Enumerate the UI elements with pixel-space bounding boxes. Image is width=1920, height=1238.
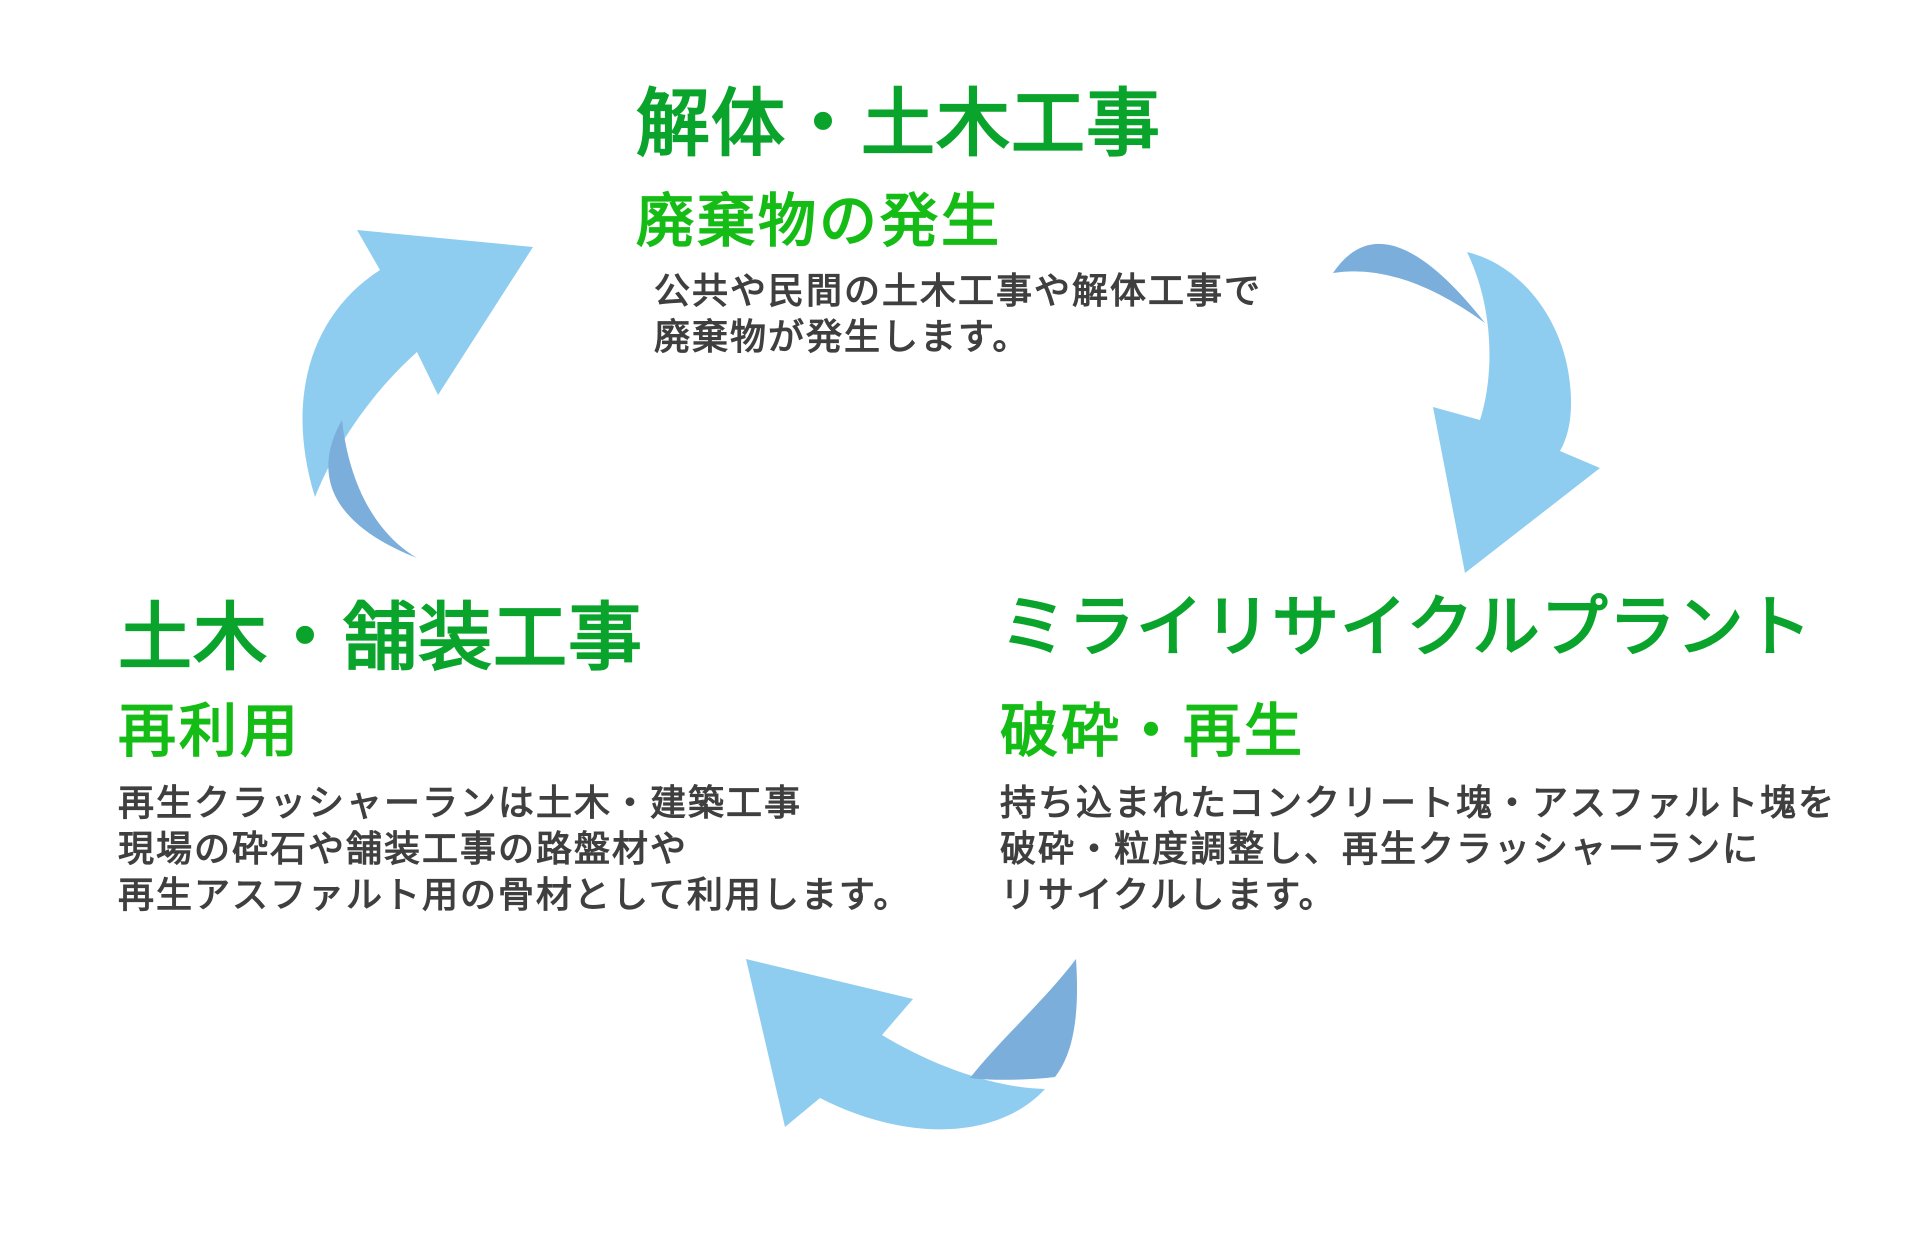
right-section-description-line: リサイクルします。 [1000,874,1337,915]
left-section-description: 再生クラッシャーランは土木・建築工事 現場の砕石や舗装工事の路盤材や 再生アスフ… [118,780,911,918]
cycle-arrow-up-right-icon [302,230,533,558]
left-section-subtitle: 再利用 [118,699,302,764]
right-section-description-line: 持ち込まれたコンクリート塊・アスファルト塊を [1000,782,1837,823]
arrow-left-body [746,959,1045,1130]
left-section-title: 土木・舗装工事 [118,596,643,679]
right-section-title: ミライリサイクルプラント [1000,590,1813,665]
right-section-subtitle: 破砕・再生 [1000,699,1306,764]
left-section-description-line: 再生アスファルト用の骨材として利用します。 [118,874,912,915]
top-section-description-line: 公共や民間の土木工事や解体工事で [654,270,1263,311]
right-section-description: 持ち込まれたコンクリート塊・アスファルト塊を 破砕・粒度調整し、再生クラッシャー… [1000,780,1836,918]
cycle-arrow-down-icon [1333,243,1600,573]
top-section-title: 解体・土木工事 [636,82,1161,165]
arrow-up-right-body [302,230,533,497]
left-section-description-line: 再生クラッシャーランは土木・建築工事 [118,782,803,823]
top-section-description-line: 廃棄物が発生します。 [654,316,1031,357]
left-section-description-line: 現場の砕石や舗装工事の路盤材や [118,828,689,869]
arrow-down-body [1433,252,1600,573]
top-section-description: 公共や民間の土木工事や解体工事で 廃棄物が発生します。 [654,268,1262,360]
arrow-left-tail [970,959,1078,1080]
top-section-subtitle: 廃棄物の発生 [636,189,1003,254]
arrow-down-tail [1333,243,1485,323]
arrow-up-right-tail [328,420,417,558]
right-section-description-line: 破砕・粒度調整し、再生クラッシャーランに [1000,828,1761,869]
cycle-arrow-left-icon [746,959,1078,1130]
